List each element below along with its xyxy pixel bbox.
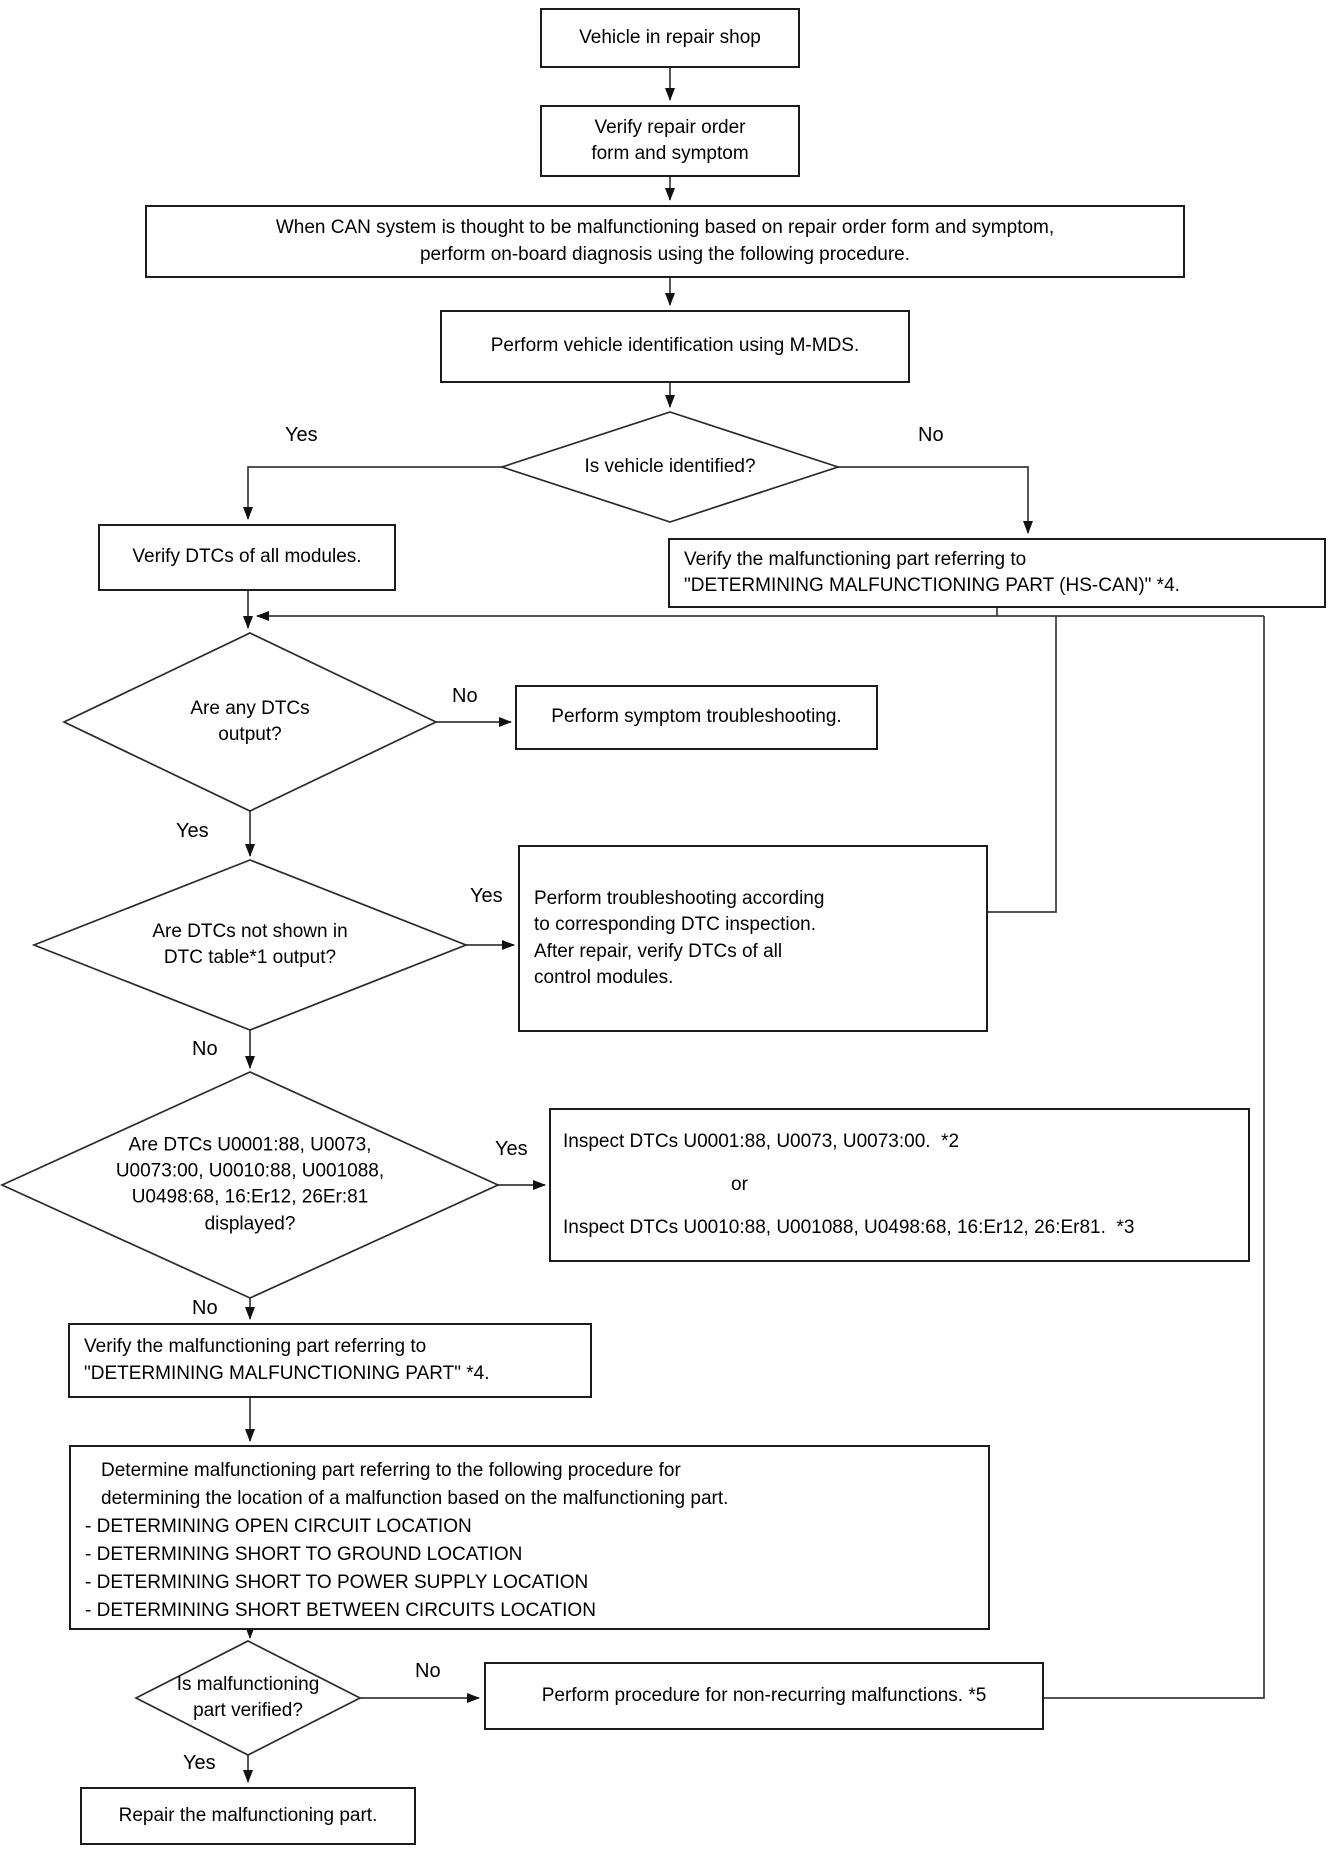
decision-text-dtcs-not-in-table: Are DTCs not shown in DTC table*1 output… [152, 920, 348, 968]
label-no-dtcs-not-in-table: No [192, 1038, 218, 1060]
step-text: Perform vehicle identification using M-M… [490, 335, 860, 357]
step-verify-part-hscan: Verify the malfunctioning part referring… [668, 538, 1326, 608]
step-non-recurring-malfunctions: Perform procedure for non-recurring malf… [484, 1662, 1044, 1730]
decision-dtcs-not-in-table [31, 859, 469, 1031]
label-yes-any-dtcs: Yes [176, 820, 209, 842]
label-yes-vehicle-identified: Yes [285, 424, 318, 446]
decision-text-any-dtcs: Are any DTCs output? [190, 697, 310, 745]
step-text: Verify the malfunctioning part referring… [684, 548, 1180, 596]
determine-short-ground: - DETERMINING SHORT TO GROUND LOCATION [85, 1544, 523, 1565]
determine-short-between: - DETERMINING SHORT BETWEEN CIRCUITS LOC… [85, 1600, 596, 1621]
edge-identified-yes [243, 466, 502, 520]
decision-text-vehicle-identified: Is vehicle identified? [584, 455, 756, 477]
label-no-vehicle-identified: No [918, 424, 944, 446]
label-yes-dtcs-not-in-table: Yes [470, 885, 503, 907]
step-inspect-dtcs: Inspect DTCs U0001:88, U0073, U0073:00. … [549, 1108, 1250, 1262]
step-verify-malfunctioning-part: Verify the malfunctioning part referring… [68, 1323, 592, 1398]
step-vehicle-identification: Perform vehicle identification using M-M… [440, 310, 910, 383]
step-verify-dtcs-all-modules: Verify DTCs of all modules. [98, 524, 396, 591]
decision-any-dtcs [62, 632, 438, 812]
step-text: Verify DTCs of all modules. [132, 546, 362, 568]
label-yes-part-verified: Yes [183, 1752, 216, 1774]
inspect-dtcs-line-2: Inspect DTCs U0010:88, U001088, U0498:68… [563, 1217, 1135, 1239]
label-no-part-verified: No [415, 1660, 441, 1682]
label-no-dtcs-displayed: No [192, 1297, 218, 1319]
step-text: Verify the malfunctioning part referring… [84, 1336, 490, 1384]
step-text: Perform symptom troubleshooting. [551, 706, 842, 728]
decision-vehicle-identified [499, 411, 841, 523]
label-yes-dtcs-displayed: Yes [495, 1138, 528, 1160]
inspect-dtcs-line-1: Inspect DTCs U0001:88, U0073, U0073:00. … [563, 1130, 960, 1152]
step-text: Vehicle in repair shop [579, 26, 761, 48]
step-dtc-inspection: Perform troubleshooting according to cor… [518, 845, 988, 1032]
step-text: Perform troubleshooting according to cor… [534, 888, 825, 988]
edge-feedback-from-dtc-inspection [988, 616, 1057, 913]
step-symptom-troubleshooting: Perform symptom troubleshooting. [515, 685, 878, 750]
decision-text-part-verified: Is malfunctioning part verified? [176, 1673, 320, 1721]
step-vehicle-in-repair-shop: Vehicle in repair shop [540, 8, 800, 68]
step-text: Verify repair order form and symptom [591, 116, 749, 164]
step-text: Perform procedure for non-recurring malf… [541, 1684, 987, 1706]
step-can-system-note: When CAN system is thought to be malfunc… [145, 205, 1185, 278]
step-verify-repair-order: Verify repair order form and symptom [540, 105, 800, 177]
step-text: When CAN system is thought to be malfunc… [275, 217, 1055, 265]
step-repair-part: Repair the malfunctioning part. [80, 1787, 416, 1845]
determine-short-power: - DETERMINING SHORT TO POWER SUPPLY LOCA… [85, 1572, 589, 1593]
edge-feedback-from-non-recurring [1044, 616, 1265, 1699]
determine-part-intro: Determine malfunctioning part referring … [101, 1460, 729, 1509]
determine-open-circuit: - DETERMINING OPEN CIRCUIT LOCATION [85, 1516, 472, 1537]
decision-text-dtcs-displayed: Are DTCs U0001:88, U0073, U0073:00, U001… [115, 1134, 385, 1235]
inspect-dtcs-or: or [731, 1173, 748, 1195]
decision-dtcs-displayed [0, 1071, 501, 1299]
step-determine-malfunctioning-part: Determine malfunctioning part referring … [69, 1445, 990, 1630]
decision-part-verified [134, 1640, 362, 1756]
step-text: Repair the malfunctioning part. [118, 1804, 378, 1826]
edge-identified-no [838, 466, 1033, 534]
label-no-any-dtcs: No [452, 685, 478, 707]
